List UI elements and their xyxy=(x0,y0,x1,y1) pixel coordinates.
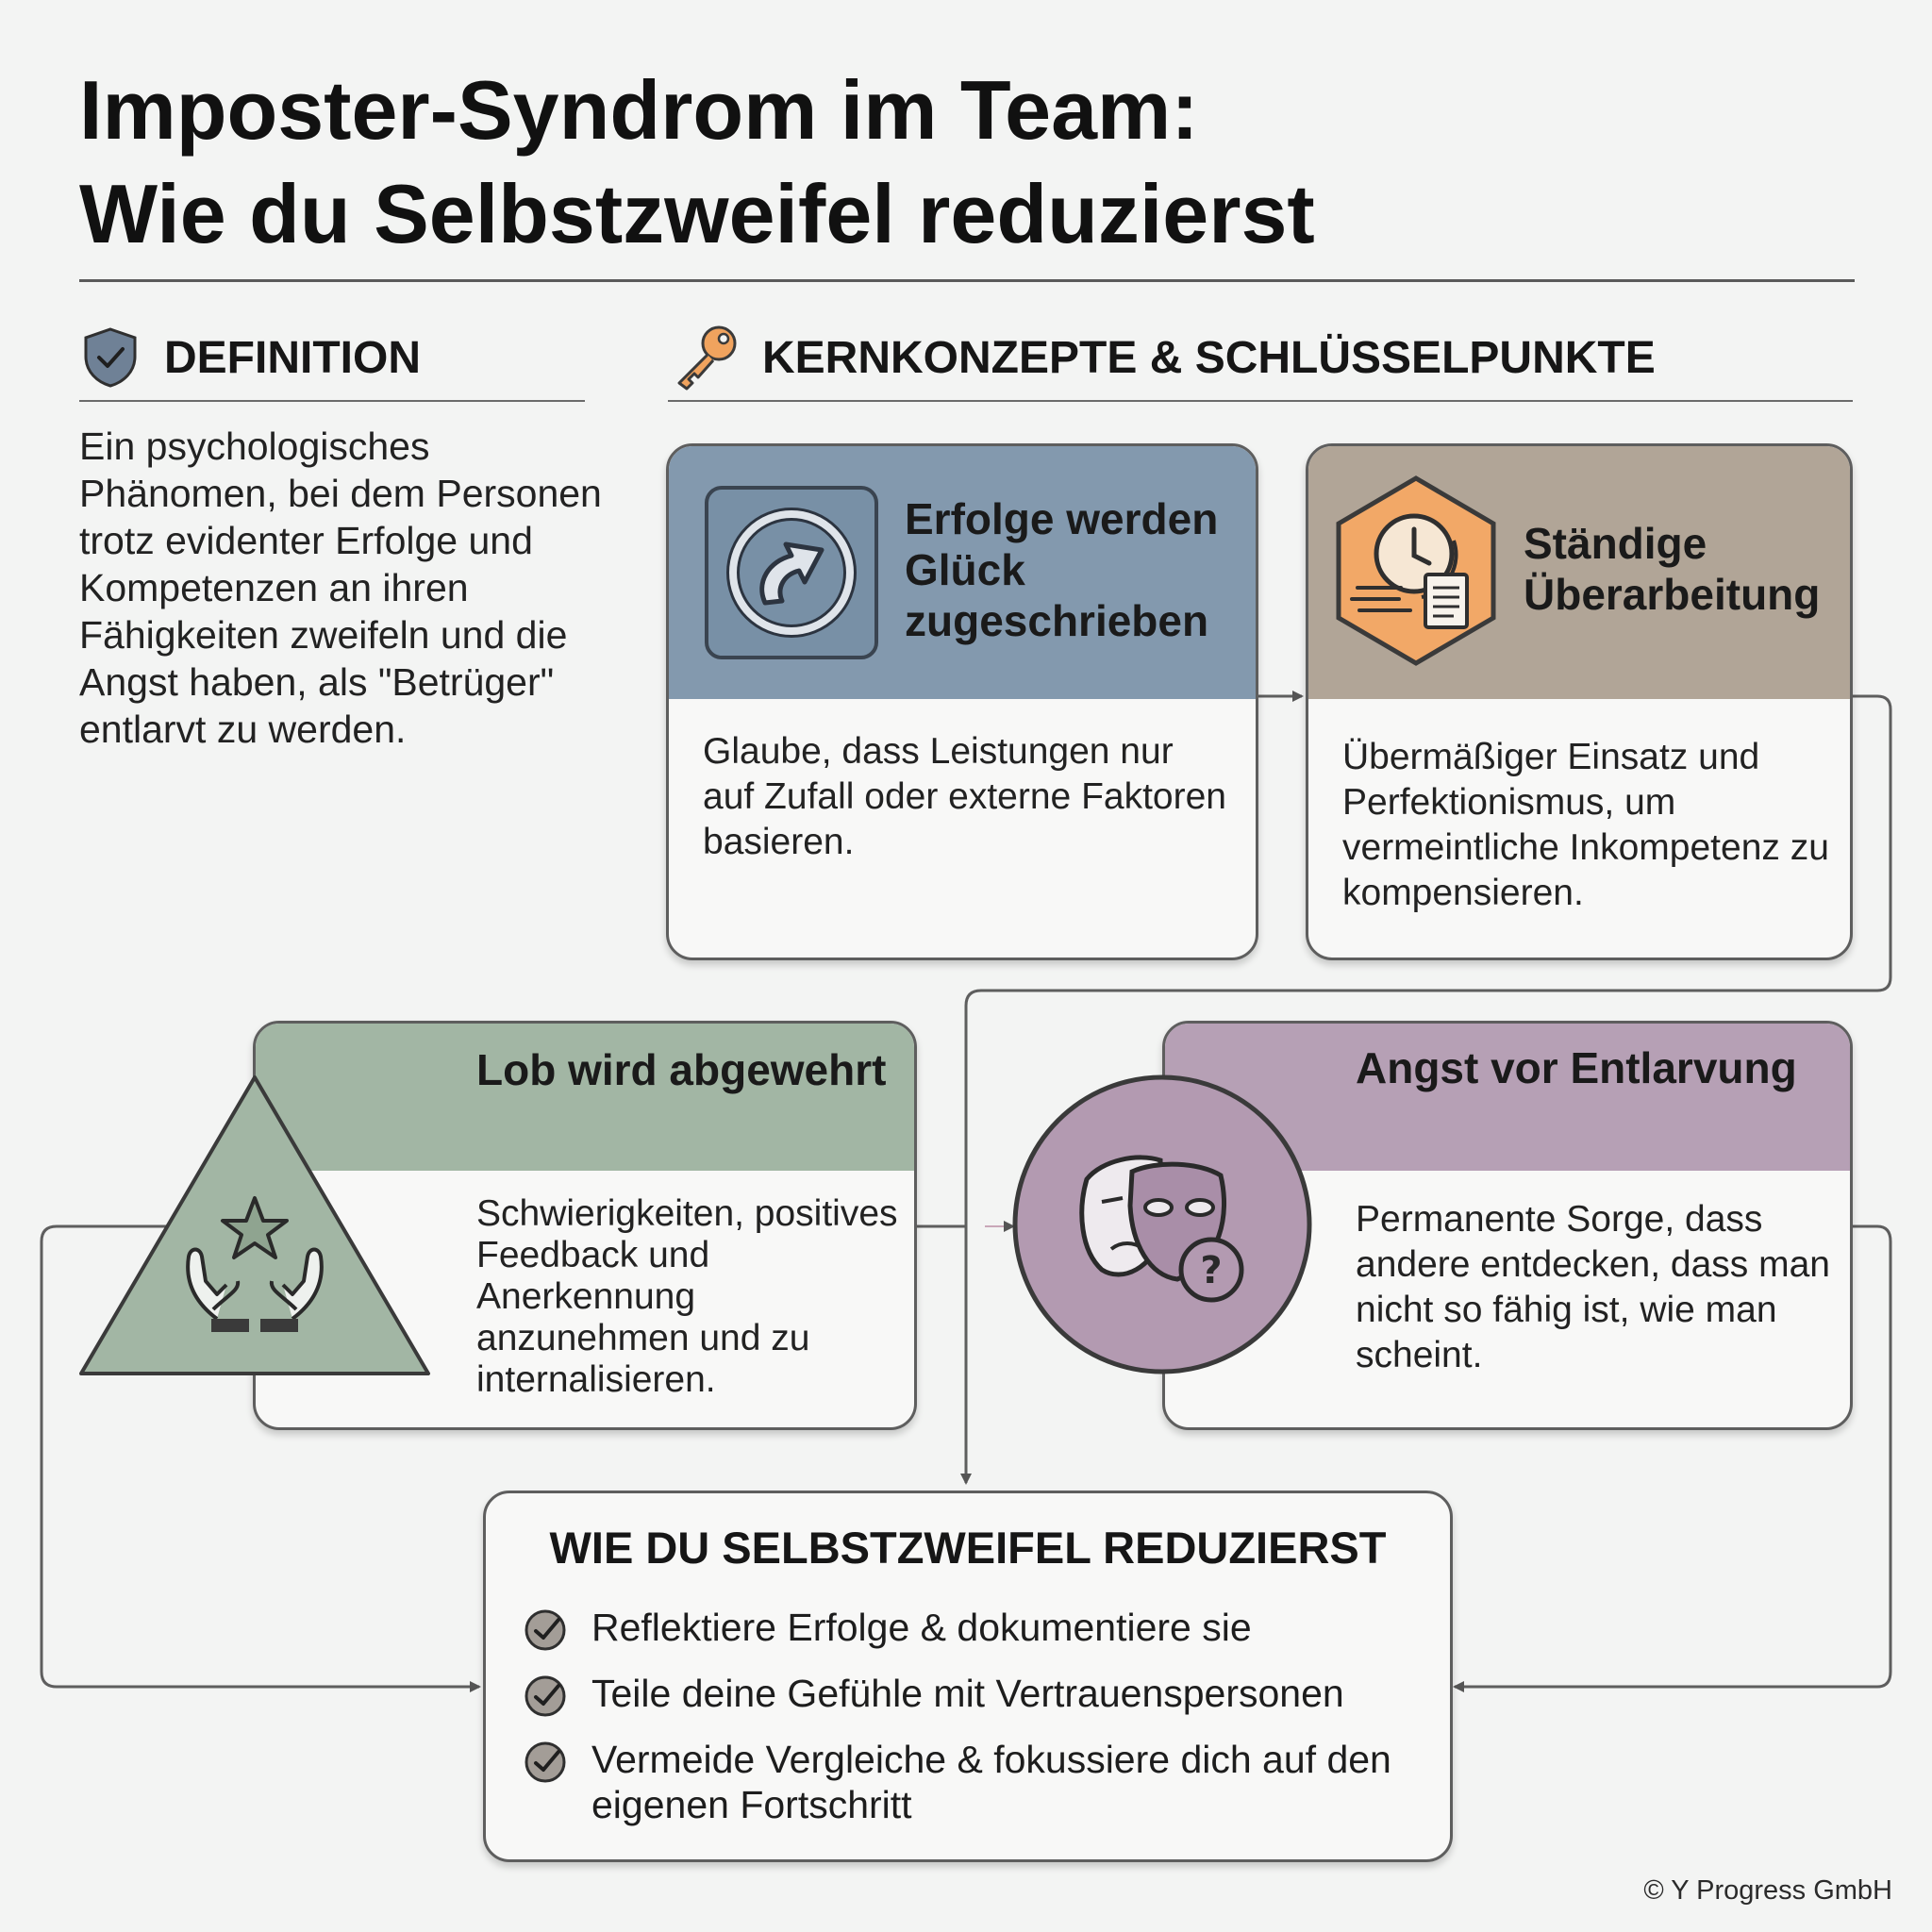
concept-card-exposure-text: Permanente Sorge, dass andere entdecken,… xyxy=(1356,1199,1831,1375)
connector-2-solution xyxy=(960,694,1892,1485)
clock-document-icon xyxy=(1336,475,1496,666)
check-circle-icon xyxy=(525,1675,566,1717)
concepts-divider xyxy=(668,400,1853,402)
concept-card-praise-title: Lob wird abgewehrt xyxy=(476,1045,887,1094)
connector-4-solution xyxy=(1453,1224,1892,1692)
concept-card-luck-text: Glaube, dass Leistungen nur auf Zufall o… xyxy=(703,731,1226,862)
solution-item-text: Reflektiere Erfolge & dokumentiere sie xyxy=(591,1606,1252,1649)
definition-text: Ein psychologisches Phänomen, bei dem Pe… xyxy=(79,425,602,751)
concept-card-luck-title: Erfolge werden Glück zugeschrieben xyxy=(905,494,1219,645)
check-circle-icon xyxy=(525,1609,566,1651)
concept-card-overwork-text: Übermäßiger Einsatz und Perfektionismus,… xyxy=(1342,737,1829,913)
concept-card-luck: Erfolge werden Glück zugeschrieben Glaub… xyxy=(666,443,1258,960)
title-line-1: Imposter-Syndrom im Team: xyxy=(79,63,1199,157)
connector-3-solution xyxy=(40,1224,481,1692)
definition-heading: DEFINITION xyxy=(164,333,421,383)
concepts-heading: KERNKONZEPTE & SCHLÜSSELPUNKTE xyxy=(762,333,1656,383)
mask-question-icon: ? xyxy=(1012,1074,1312,1374)
title-line-2: Wie du Selbstzweifel reduzierst xyxy=(79,167,1315,260)
concept-card-praise-header xyxy=(256,1024,914,1171)
key-icon xyxy=(677,325,737,391)
solution-heading: WIE DU SELBSTZWEIFEL REDUZIERST xyxy=(549,1523,1387,1573)
concept-card-praise-text: Schwierigkeiten, positives Feedback und … xyxy=(476,1193,898,1400)
solution-box: WIE DU SELBSTZWEIFEL REDUZIERST Reflekti… xyxy=(483,1491,1453,1862)
hands-star-icon xyxy=(79,1075,430,1375)
solution-item-text: Teile deine Gefühle mit Vertrauensperson… xyxy=(591,1672,1344,1715)
concept-card-exposure: Angst vor Entlarvung Permanente Sorge, d… xyxy=(1162,1021,1853,1430)
title-divider xyxy=(79,279,1855,282)
shield-check-icon xyxy=(84,327,137,388)
definition-divider xyxy=(79,400,585,402)
concept-card-overwork: Ständige Überarbeitung Übermäßiger Einsa… xyxy=(1306,443,1853,960)
concept-card-overwork-title: Ständige Überarbeitung xyxy=(1524,519,1821,619)
circular-arrow-icon xyxy=(705,486,878,659)
copyright: © Y Progress GmbH xyxy=(1643,1875,1892,1906)
page-title: Imposter-Syndrom im Team: Wie du Selbstz… xyxy=(79,58,1853,266)
solution-item-text: Vermeide Vergleiche & fokussiere dich au… xyxy=(591,1738,1391,1826)
concept-card-exposure-title: Angst vor Entlarvung xyxy=(1356,1043,1797,1092)
svg-text:?: ? xyxy=(1200,1249,1222,1292)
check-circle-icon xyxy=(525,1741,566,1783)
